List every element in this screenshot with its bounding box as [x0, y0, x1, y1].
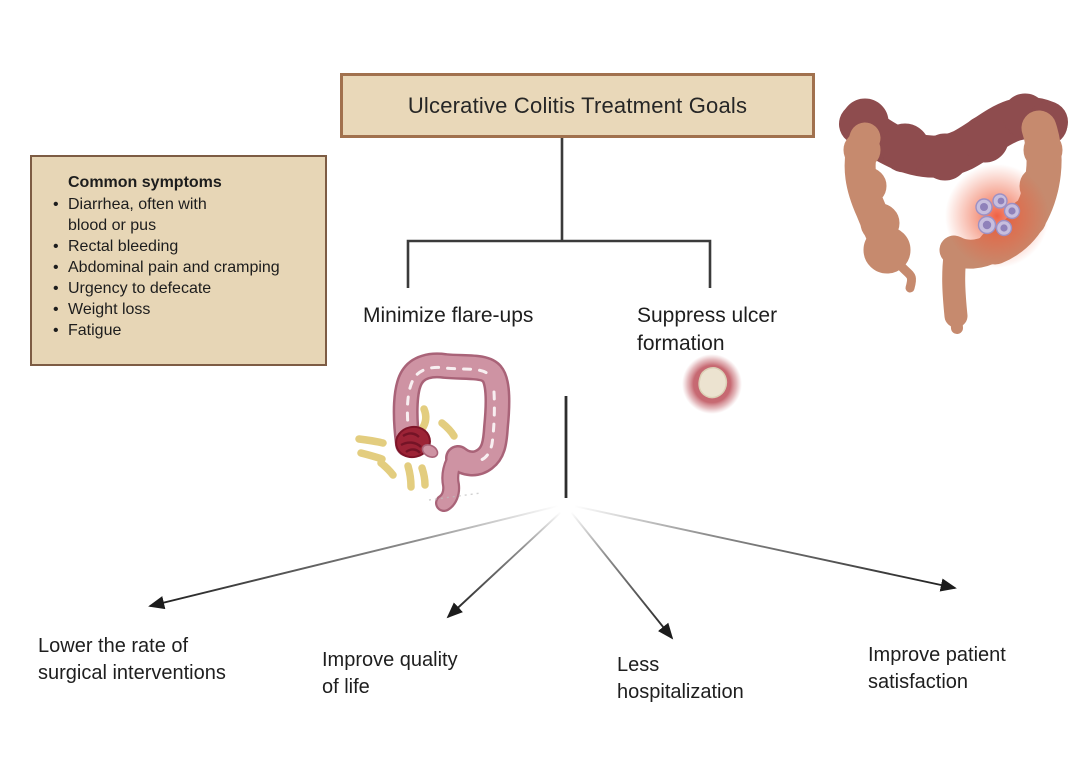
branch-label-minimize-flare-ups: Minimize flare-ups — [363, 304, 534, 327]
outcome-label-patient-satisfaction: Improve patient satisfaction — [868, 644, 1006, 693]
outcome-label-quality-of-life: Improve quality of life — [322, 649, 458, 698]
branch-label-suppress-ulcer: Suppress ulcer formation — [637, 304, 778, 355]
title-box: Ulcerative Colitis Treatment Goals — [340, 73, 815, 138]
connector-branch-tee — [406, 239, 712, 288]
flare-patch — [395, 425, 439, 459]
symptom-item-weight-loss: Weight loss — [50, 299, 315, 320]
flare-rays — [355, 405, 458, 491]
ulcer-icon — [682, 354, 742, 414]
immune-cells — [975, 193, 1021, 237]
symptom-item-fatigue: Fatigue — [50, 320, 315, 341]
symptom-item-diarrhea: Diarrhea, often with blood or pus — [50, 194, 315, 236]
symptom-item-abdominal-pain: Abdominal pain and cramping — [50, 257, 315, 278]
arrow-to-quality — [446, 511, 562, 619]
outcome-label-surgical: Lower the rate of surgical interventions — [38, 635, 226, 684]
inflammation-glow — [945, 164, 1049, 268]
symptoms-heading: Common symptoms — [68, 174, 222, 191]
arrow-to-hospitalization — [570, 511, 674, 640]
outcome-label-less-hospitalization: Less hospitalization — [617, 654, 744, 703]
arrow-to-surgical — [148, 505, 559, 610]
page-title: Ulcerative Colitis Treatment Goals — [407, 92, 748, 118]
common-symptoms-box: Common symptoms Diarrhea, often with blo… — [30, 155, 327, 366]
symptom-item-urgency: Urgency to defecate — [50, 278, 315, 299]
flare-up-colon-icon — [355, 352, 511, 512]
inflamed-colon-illustration — [839, 93, 1068, 334]
arrow-to-satisfaction — [573, 505, 957, 592]
symptom-item-rectal-bleeding: Rectal bleeding — [50, 236, 315, 257]
ulcer-center — [698, 367, 728, 399]
symptoms-list: Diarrhea, often with blood or pus Rectal… — [50, 194, 315, 341]
